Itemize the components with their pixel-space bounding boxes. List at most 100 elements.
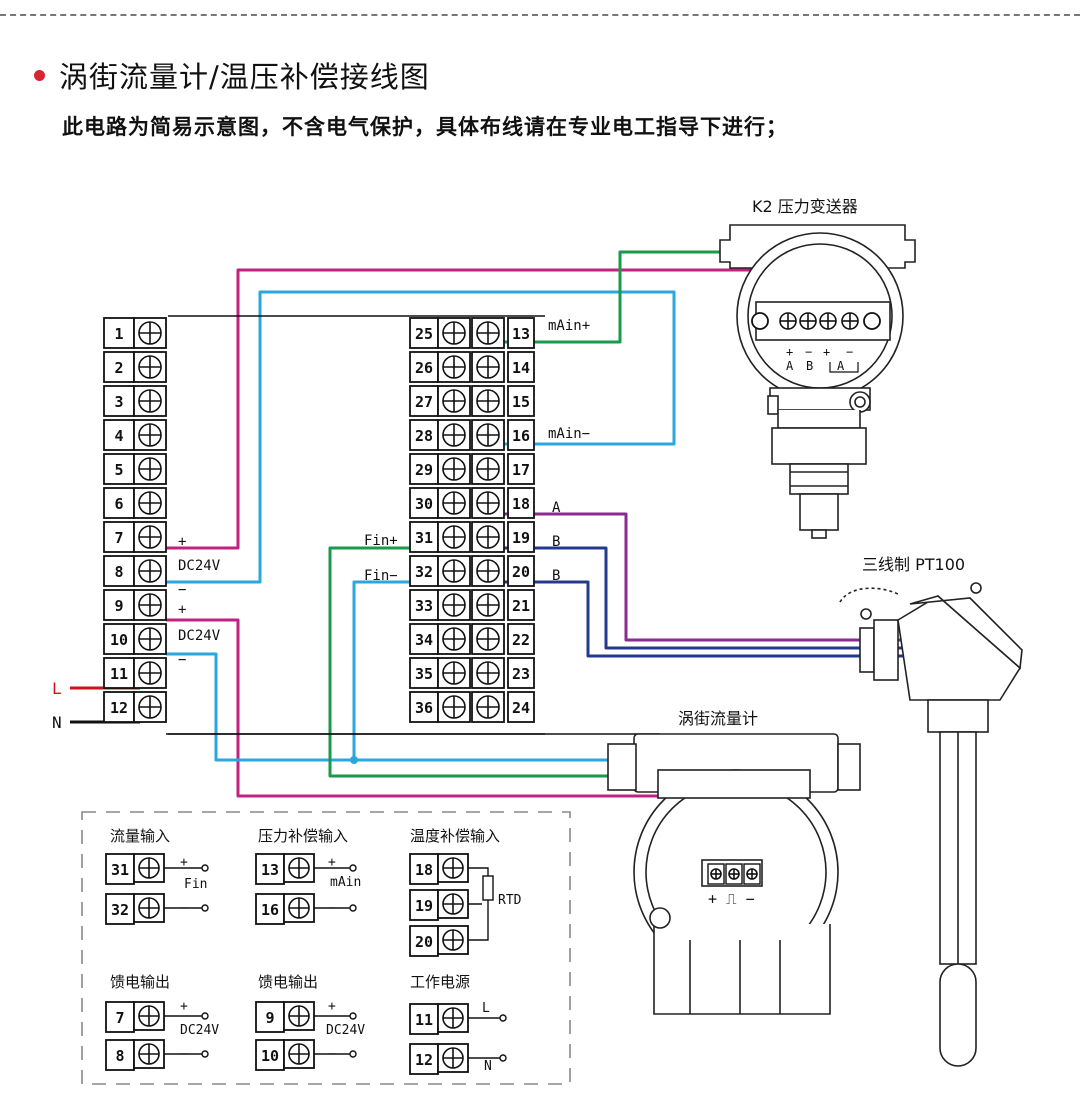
terminal-number: 26: [415, 359, 433, 377]
legend-feed2-title: 馈电输出: [258, 973, 318, 991]
terminal-screw-icon: [442, 695, 466, 719]
legend-screw-icon: [442, 1007, 464, 1029]
pressure-pin-minus-a2: −: [846, 345, 853, 359]
legend-power-pin-11: 11: [409, 1003, 439, 1035]
label-neutral-n: N: [52, 713, 62, 732]
legend-pressure-pin-16: 16: [255, 893, 285, 925]
terminal-number: 12: [110, 699, 128, 717]
legend-flow-pin-31: 31: [105, 853, 135, 885]
terminal-right-13: 13: [507, 317, 535, 349]
k2-terminal-screw-icon: [841, 312, 859, 330]
terminal-right-17: 17: [507, 453, 535, 485]
label-a: A: [552, 500, 561, 516]
terminal-number: 14: [512, 359, 530, 377]
label-b2: B: [552, 568, 560, 584]
terminal-left-5: 5: [103, 453, 135, 485]
heading-title: 涡街流量计/温压补偿接线图: [59, 60, 430, 94]
terminal-left-1: 1: [103, 317, 135, 349]
terminal-left-10: 10: [103, 623, 135, 655]
terminal-left-4: 4: [103, 419, 135, 451]
legend-power-l: L: [482, 1001, 490, 1016]
terminal-number: 16: [261, 901, 279, 919]
terminal-number: 1: [114, 325, 123, 343]
terminal-number: 27: [415, 393, 433, 411]
terminal-mid-32: 32: [409, 555, 439, 587]
terminal-right-19: 19: [507, 521, 535, 553]
legend-feed1-pin-7: 7: [105, 1001, 135, 1033]
terminal-number: 17: [512, 461, 530, 479]
terminal-screw-icon: [138, 457, 162, 481]
legend-screw-icon: [288, 1043, 310, 1065]
label-fin-minus: Fin−: [364, 568, 398, 584]
label-main-plus: mAin+: [548, 318, 590, 334]
terminal-screw-icon: [138, 355, 162, 379]
terminal-mid-36: 36: [409, 691, 439, 723]
pt100-sensor: [839, 582, 1023, 1067]
terminal-screw-icon: [442, 593, 466, 617]
terminal-screw-icon: [476, 559, 500, 583]
legend-screw-icon: [138, 897, 160, 919]
terminal-mid-28: 28: [409, 419, 439, 451]
legend-feed1-minus: −: [180, 1047, 188, 1062]
terminal-number: 31: [111, 861, 129, 879]
pressure-pin-plus-a2: +: [823, 345, 830, 359]
terminal-screw-icon: [442, 423, 466, 447]
terminal-number: 36: [415, 699, 433, 717]
legend-screw-icon: [442, 929, 464, 951]
legend-pressure-title: 压力补偿输入: [258, 827, 348, 845]
terminal-number: 33: [415, 597, 433, 615]
legend-screw-icon: [138, 1005, 160, 1027]
terminal-screw-icon: [442, 559, 466, 583]
terminal-screw-icon: [138, 389, 162, 413]
legend-power-n: N: [484, 1059, 492, 1074]
safety-note: 此电路为简易示意图，不含电气保护，具体布线请在专业电工指导下进行；: [62, 115, 788, 139]
pressure-terminal-strip: [751, 312, 881, 330]
pressure-sub-a: A: [786, 359, 794, 373]
label-t8-minus: −: [178, 582, 186, 598]
terminal-screw-icon: [138, 627, 162, 651]
terminal-number: 20: [415, 933, 433, 951]
terminal-screw-icon: [476, 627, 500, 651]
legend-power-pin-12: 12: [409, 1043, 439, 1075]
legend-box: [81, 811, 571, 1085]
legend-screw-icon: [288, 857, 310, 879]
terminal-number: 5: [114, 461, 123, 479]
legend-feed1-plus: +: [180, 999, 188, 1014]
terminal-right-14: 14: [507, 351, 535, 383]
terminal-screw-icon: [138, 661, 162, 685]
terminal-number: 4: [114, 427, 123, 445]
legend-screw-icon: [442, 1047, 464, 1069]
terminal-number: 19: [415, 897, 433, 915]
legend-screw-icon: [442, 857, 464, 879]
terminal-right-23: 23: [507, 657, 535, 689]
terminal-number: 18: [512, 495, 530, 513]
pressure-bracket: [829, 362, 859, 373]
terminal-screw-icon: [476, 457, 500, 481]
terminal-screw-icon: [476, 423, 500, 447]
label-b1: B: [552, 534, 560, 550]
pressure-transmitter: [719, 224, 916, 539]
terminal-number: 22: [512, 631, 530, 649]
terminal-number: 7: [115, 1009, 124, 1027]
terminal-number: 3: [114, 393, 123, 411]
legend-screw-icon: [288, 897, 310, 919]
terminal-right-21: 21: [507, 589, 535, 621]
terminal-screw-icon: [442, 389, 466, 413]
terminal-number: 6: [114, 495, 123, 513]
terminal-mid-31: 31: [409, 521, 439, 553]
terminal-screw-icon: [442, 525, 466, 549]
legend-feed2-minus: −: [328, 1047, 336, 1062]
label-t10-minus: −: [178, 652, 186, 668]
heading-bullet-icon: [34, 69, 45, 81]
terminal-number: 28: [415, 427, 433, 445]
legend-pressure-pin-13: 13: [255, 853, 285, 885]
junction-dot-icon: [350, 756, 358, 764]
terminal-number: 20: [512, 563, 530, 581]
terminal-screw-icon: [442, 627, 466, 651]
legend-feed2-pin-10: 10: [255, 1039, 285, 1071]
legend-pressure-sig: mAin: [330, 875, 361, 890]
terminal-number: 8: [114, 563, 123, 581]
terminal-number: 9: [265, 1009, 274, 1027]
terminal-screw-icon: [138, 525, 162, 549]
terminal-right-18: 18: [507, 487, 535, 519]
